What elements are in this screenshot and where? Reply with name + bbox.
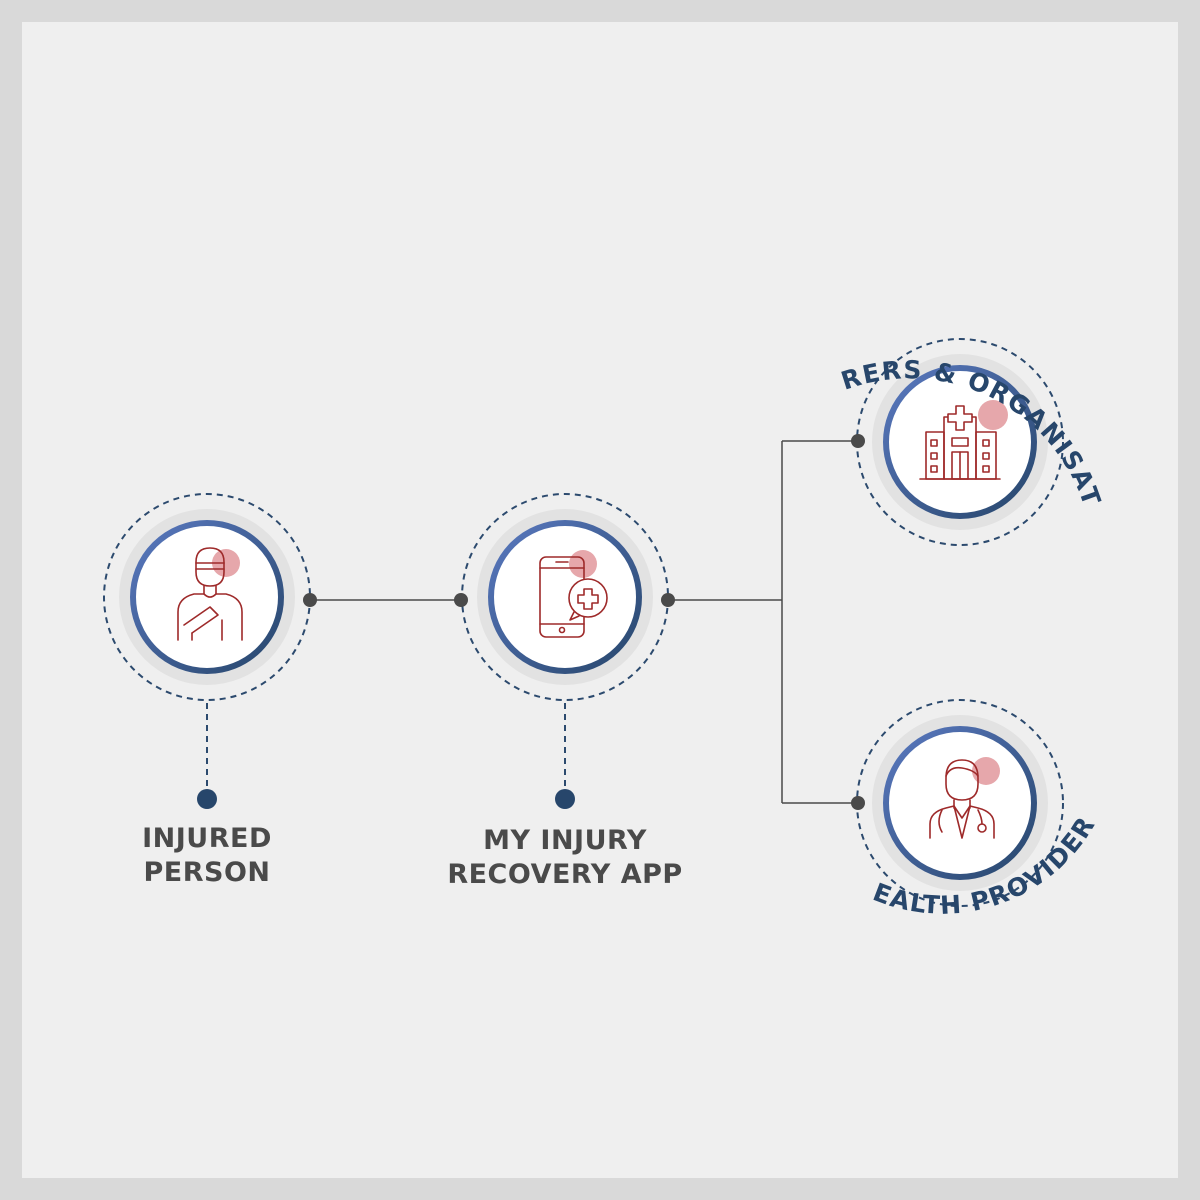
drop-dots [197,789,575,809]
node-recovery-app[interactable] [461,493,669,701]
dashed-drops [206,703,566,790]
label-app-line2: RECOVERY APP [447,859,683,890]
node-health-providers[interactable] [856,699,1064,907]
node-injured-person[interactable] [103,493,311,701]
label-injured-line2: PERSON [143,857,271,888]
label-injured-line1: INJURED [142,823,272,854]
phone-medical-icon [539,550,608,638]
label-app-line1: MY INJURY [483,825,647,856]
label-injured-person: INJURED PERSON [107,822,307,890]
connector-dots [303,434,865,810]
label-recovery-app: MY INJURY RECOVERY APP [415,824,715,892]
injured-person-icon [177,547,243,641]
gradient-ring [883,726,1037,880]
doctor-icon [929,757,1000,839]
hospital-icon [919,400,1008,480]
node-insurers[interactable] [856,338,1064,546]
connector-lines [310,440,858,804]
gradient-ring [488,520,642,674]
